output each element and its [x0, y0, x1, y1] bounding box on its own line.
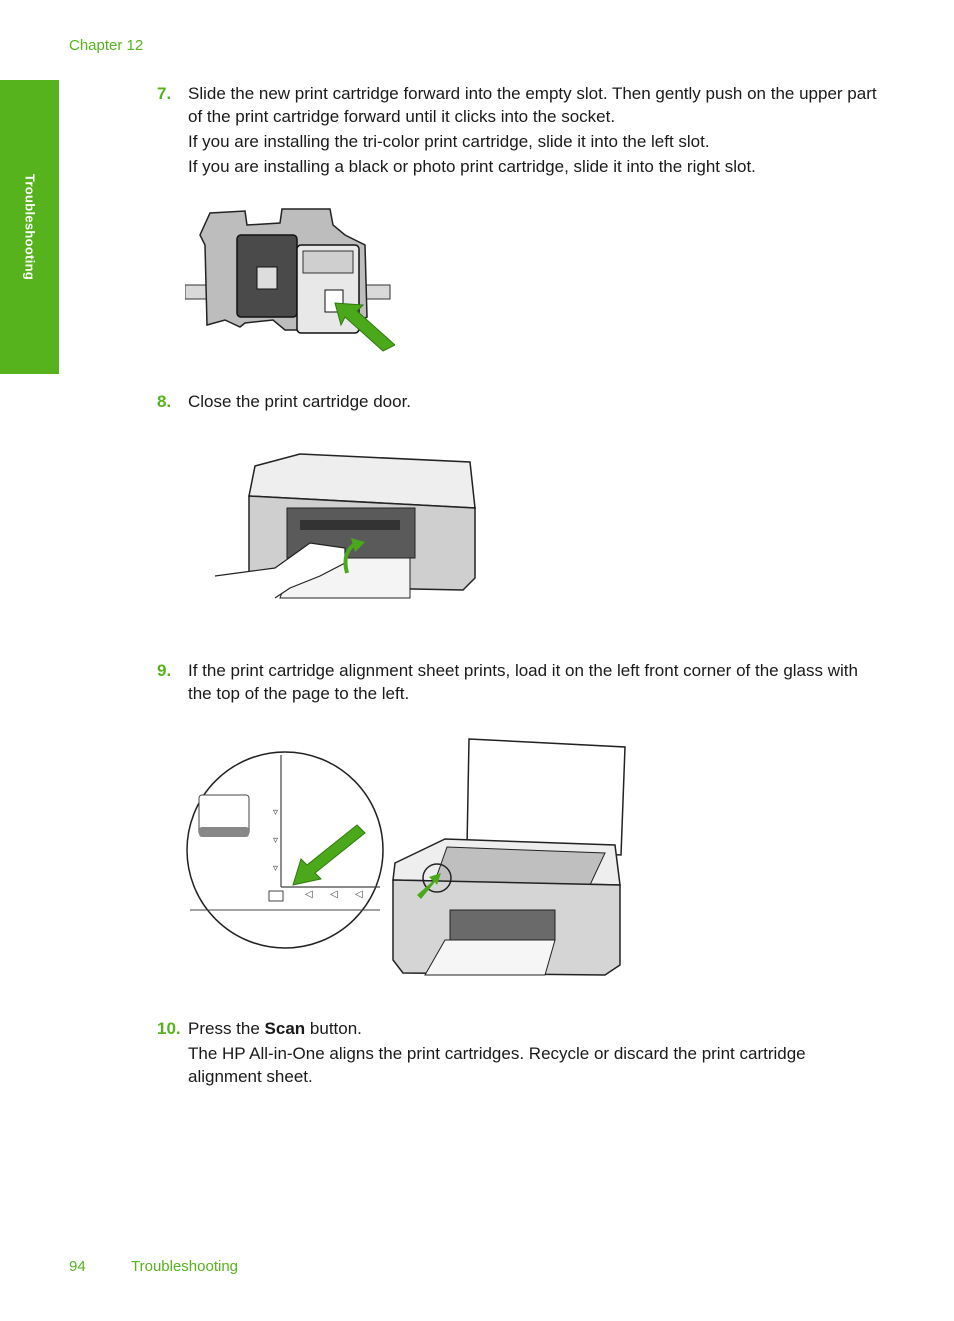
step-number: 9.	[157, 661, 172, 680]
svg-text:◁: ◁	[355, 889, 363, 900]
step-text: Close the print cartridge door.	[188, 392, 412, 411]
step-number: 7.	[157, 84, 172, 103]
svg-text:◁: ◁	[305, 889, 313, 900]
close-door-illustration	[215, 453, 476, 599]
chapter-header: Chapter 12	[69, 37, 144, 54]
side-tab: Troubleshooting	[0, 80, 59, 374]
side-tab-label: Troubleshooting	[22, 173, 37, 281]
svg-text:▿: ▿	[273, 807, 278, 818]
step-text: If the print cartridge alignment sheet p…	[188, 661, 858, 703]
footer-section: Troubleshooting	[131, 1258, 239, 1275]
scan-button-label: Scan	[264, 1019, 306, 1038]
svg-text:▿: ▿	[273, 835, 278, 846]
step-text: If you are installing a black or photo p…	[188, 157, 756, 176]
step-number: 8.	[157, 392, 172, 411]
step-number: 10.	[157, 1019, 181, 1038]
cartridge-insert-illustration	[185, 208, 395, 352]
svg-text:◁: ◁	[330, 889, 338, 900]
svg-text:▿: ▿	[273, 863, 278, 874]
step-text: The HP All-in-One aligns the print cartr…	[188, 1044, 806, 1086]
step-text: Press the Scan button.	[188, 1019, 362, 1038]
step-text: Slide the new print cartridge forward in…	[188, 84, 877, 126]
page-number: 94	[69, 1258, 86, 1275]
load-glass-illustration: ▿ ▿ ▿ ◁ ◁ ◁	[186, 738, 626, 976]
step-text: If you are installing the tri-color prin…	[188, 132, 710, 151]
